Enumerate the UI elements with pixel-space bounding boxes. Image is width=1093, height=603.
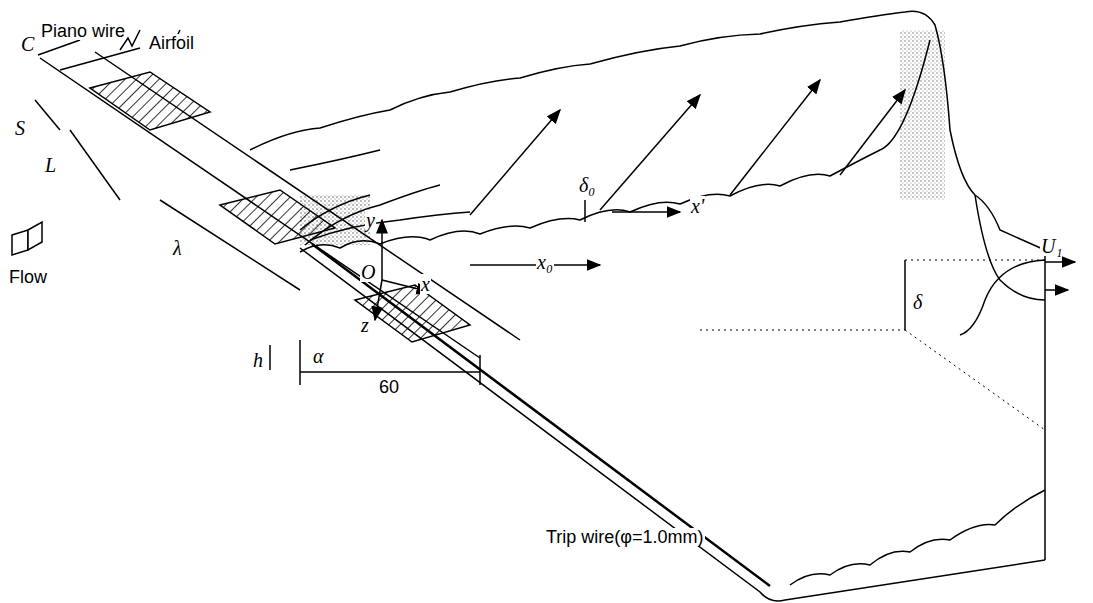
dimension-symbol: x: [420, 274, 431, 294]
dimension-symbol: L: [44, 155, 57, 175]
dimension-symbol: C: [20, 34, 35, 54]
part-label: Flow: [8, 268, 48, 286]
dimension-symbol: h: [252, 350, 264, 370]
dimension-symbol: S: [14, 118, 26, 138]
dimension-symbol: α: [312, 346, 325, 366]
part-label: Piano wire: [40, 22, 126, 40]
dimension-symbol: δ₀: [578, 175, 596, 195]
dimension-symbol: x₀: [536, 252, 554, 272]
dimension-symbol: z: [360, 315, 370, 335]
part-label: Trip wire(φ=1.0mm): [545, 528, 705, 546]
part-label: 60: [378, 378, 400, 396]
dimension-symbol: y: [365, 210, 376, 230]
dimension-symbol: λ: [172, 238, 183, 258]
part-label: Airfoil: [148, 34, 195, 52]
dimension-symbol: U₁: [1040, 236, 1063, 256]
dimension-symbol: x': [690, 196, 705, 216]
dimension-symbol: δ: [912, 292, 923, 312]
dimension-symbol: O: [360, 262, 376, 282]
